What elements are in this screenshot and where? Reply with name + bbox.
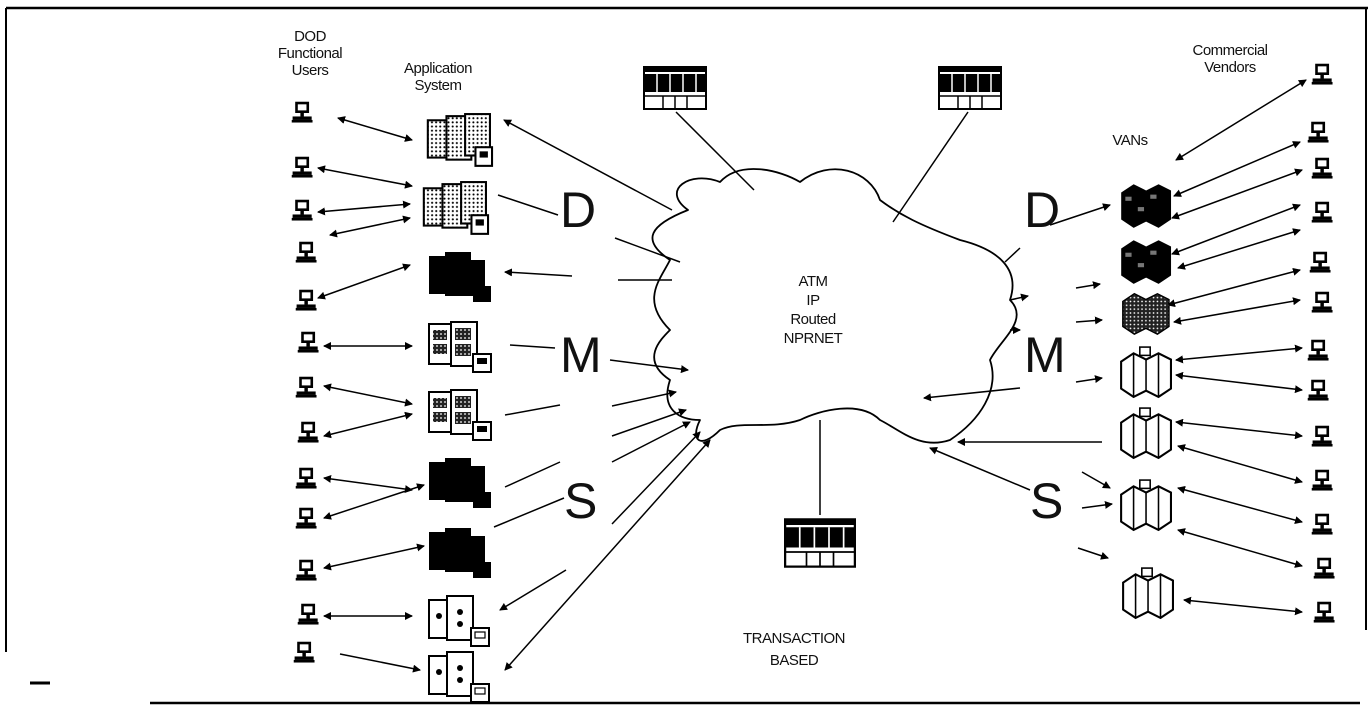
application-server-icon <box>427 594 491 648</box>
terminal-icon <box>291 101 313 123</box>
gateway-links <box>675 111 969 515</box>
application-system-line-1: Application <box>404 60 472 77</box>
terminal-icon <box>293 641 315 663</box>
terminal-icon <box>1307 339 1329 361</box>
cloud-line-3: Routed <box>790 311 836 328</box>
terminal-icon <box>1313 601 1335 623</box>
network-cloud <box>651 168 1018 444</box>
frame <box>5 6 1368 705</box>
left-user-links-oneway <box>339 653 421 673</box>
cloud-label: ATM IP Routed NPRNET <box>765 272 861 348</box>
van-server-icon <box>1122 293 1170 335</box>
vans-label: VANs <box>1112 132 1148 149</box>
application-server-icon <box>422 180 490 236</box>
van-server-icon <box>1120 407 1173 459</box>
application-system-label: Application System <box>388 60 488 94</box>
terminal-icon <box>295 559 317 581</box>
terminal-icon <box>1307 379 1329 401</box>
terminal-icon <box>297 421 319 443</box>
terminal-icon <box>295 467 317 489</box>
application-systems <box>422 112 494 704</box>
gateway-top-left <box>643 66 707 110</box>
transaction-line-1: TRANSACTION <box>742 630 846 647</box>
application-server-icon <box>429 528 491 578</box>
left-user-links <box>317 116 425 620</box>
letter-m-left: M <box>560 327 602 383</box>
commercial-vendors-label: Commercial Vendors <box>1160 42 1300 76</box>
van-server-icon <box>1120 479 1173 531</box>
cloud-line-1: ATM <box>798 273 828 290</box>
transaction-label: TRANSACTION BASED <box>734 628 854 672</box>
dod-users-line-3: Users <box>291 62 329 79</box>
application-server-icon <box>429 252 491 302</box>
terminal-icon <box>1309 251 1331 273</box>
terminal-icon <box>295 376 317 398</box>
van-server-icon <box>1121 240 1172 284</box>
van-servers <box>1120 184 1175 619</box>
terminal-icon <box>1311 291 1333 313</box>
gateway-bottom <box>784 518 856 568</box>
dod-users-line-1: DOD <box>294 28 326 45</box>
application-system-line-2: System <box>414 77 462 94</box>
application-server-icon <box>427 650 491 704</box>
letter-s-right: S <box>1030 473 1064 529</box>
vendor-terminals <box>1307 63 1335 623</box>
gateway-top-right <box>938 66 1002 110</box>
van-server-icon <box>1120 346 1173 398</box>
letter-d-left: D <box>560 182 597 238</box>
van-server-icon <box>1121 184 1172 228</box>
terminal-icon <box>297 603 319 625</box>
terminal-icon <box>1311 201 1333 223</box>
commercial-vendors-line-2: Vendors <box>1204 59 1256 76</box>
terminal-icon <box>297 331 319 353</box>
application-server-icon <box>427 320 493 374</box>
terminal-icon <box>1311 425 1333 447</box>
dod-users-line-2: Functional <box>277 45 343 62</box>
dod-users-label: DOD Functional Users <box>268 28 352 79</box>
terminal-icon <box>295 241 317 263</box>
application-server-icon <box>427 388 493 442</box>
left-cloud-links <box>493 119 711 671</box>
terminal-icon <box>1313 557 1335 579</box>
van-server-icon <box>1122 567 1175 619</box>
letter-d-right: D <box>1024 182 1061 238</box>
terminal-icon <box>1311 469 1333 491</box>
cloud-line-4: NPRNET <box>783 330 843 347</box>
terminal-icon <box>291 156 313 178</box>
application-server-icon <box>426 112 494 168</box>
right-vendor-links <box>1167 79 1307 616</box>
right-cloud-links <box>923 203 1113 560</box>
terminal-icon <box>1311 157 1333 179</box>
terminal-icon <box>1307 121 1329 143</box>
terminal-icon <box>1311 513 1333 535</box>
terminal-icon <box>291 199 313 221</box>
transaction-line-2: BASED <box>769 652 819 669</box>
cloud-line-2: IP <box>806 292 820 309</box>
terminal-icon <box>295 507 317 529</box>
dod-user-terminals <box>291 101 319 663</box>
letter-s-left: S <box>564 473 598 529</box>
application-server-icon <box>429 458 491 508</box>
commercial-vendors-line-1: Commercial <box>1192 42 1268 59</box>
terminal-icon <box>295 289 317 311</box>
letter-m-right: M <box>1024 327 1066 383</box>
terminal-icon <box>1311 63 1333 85</box>
